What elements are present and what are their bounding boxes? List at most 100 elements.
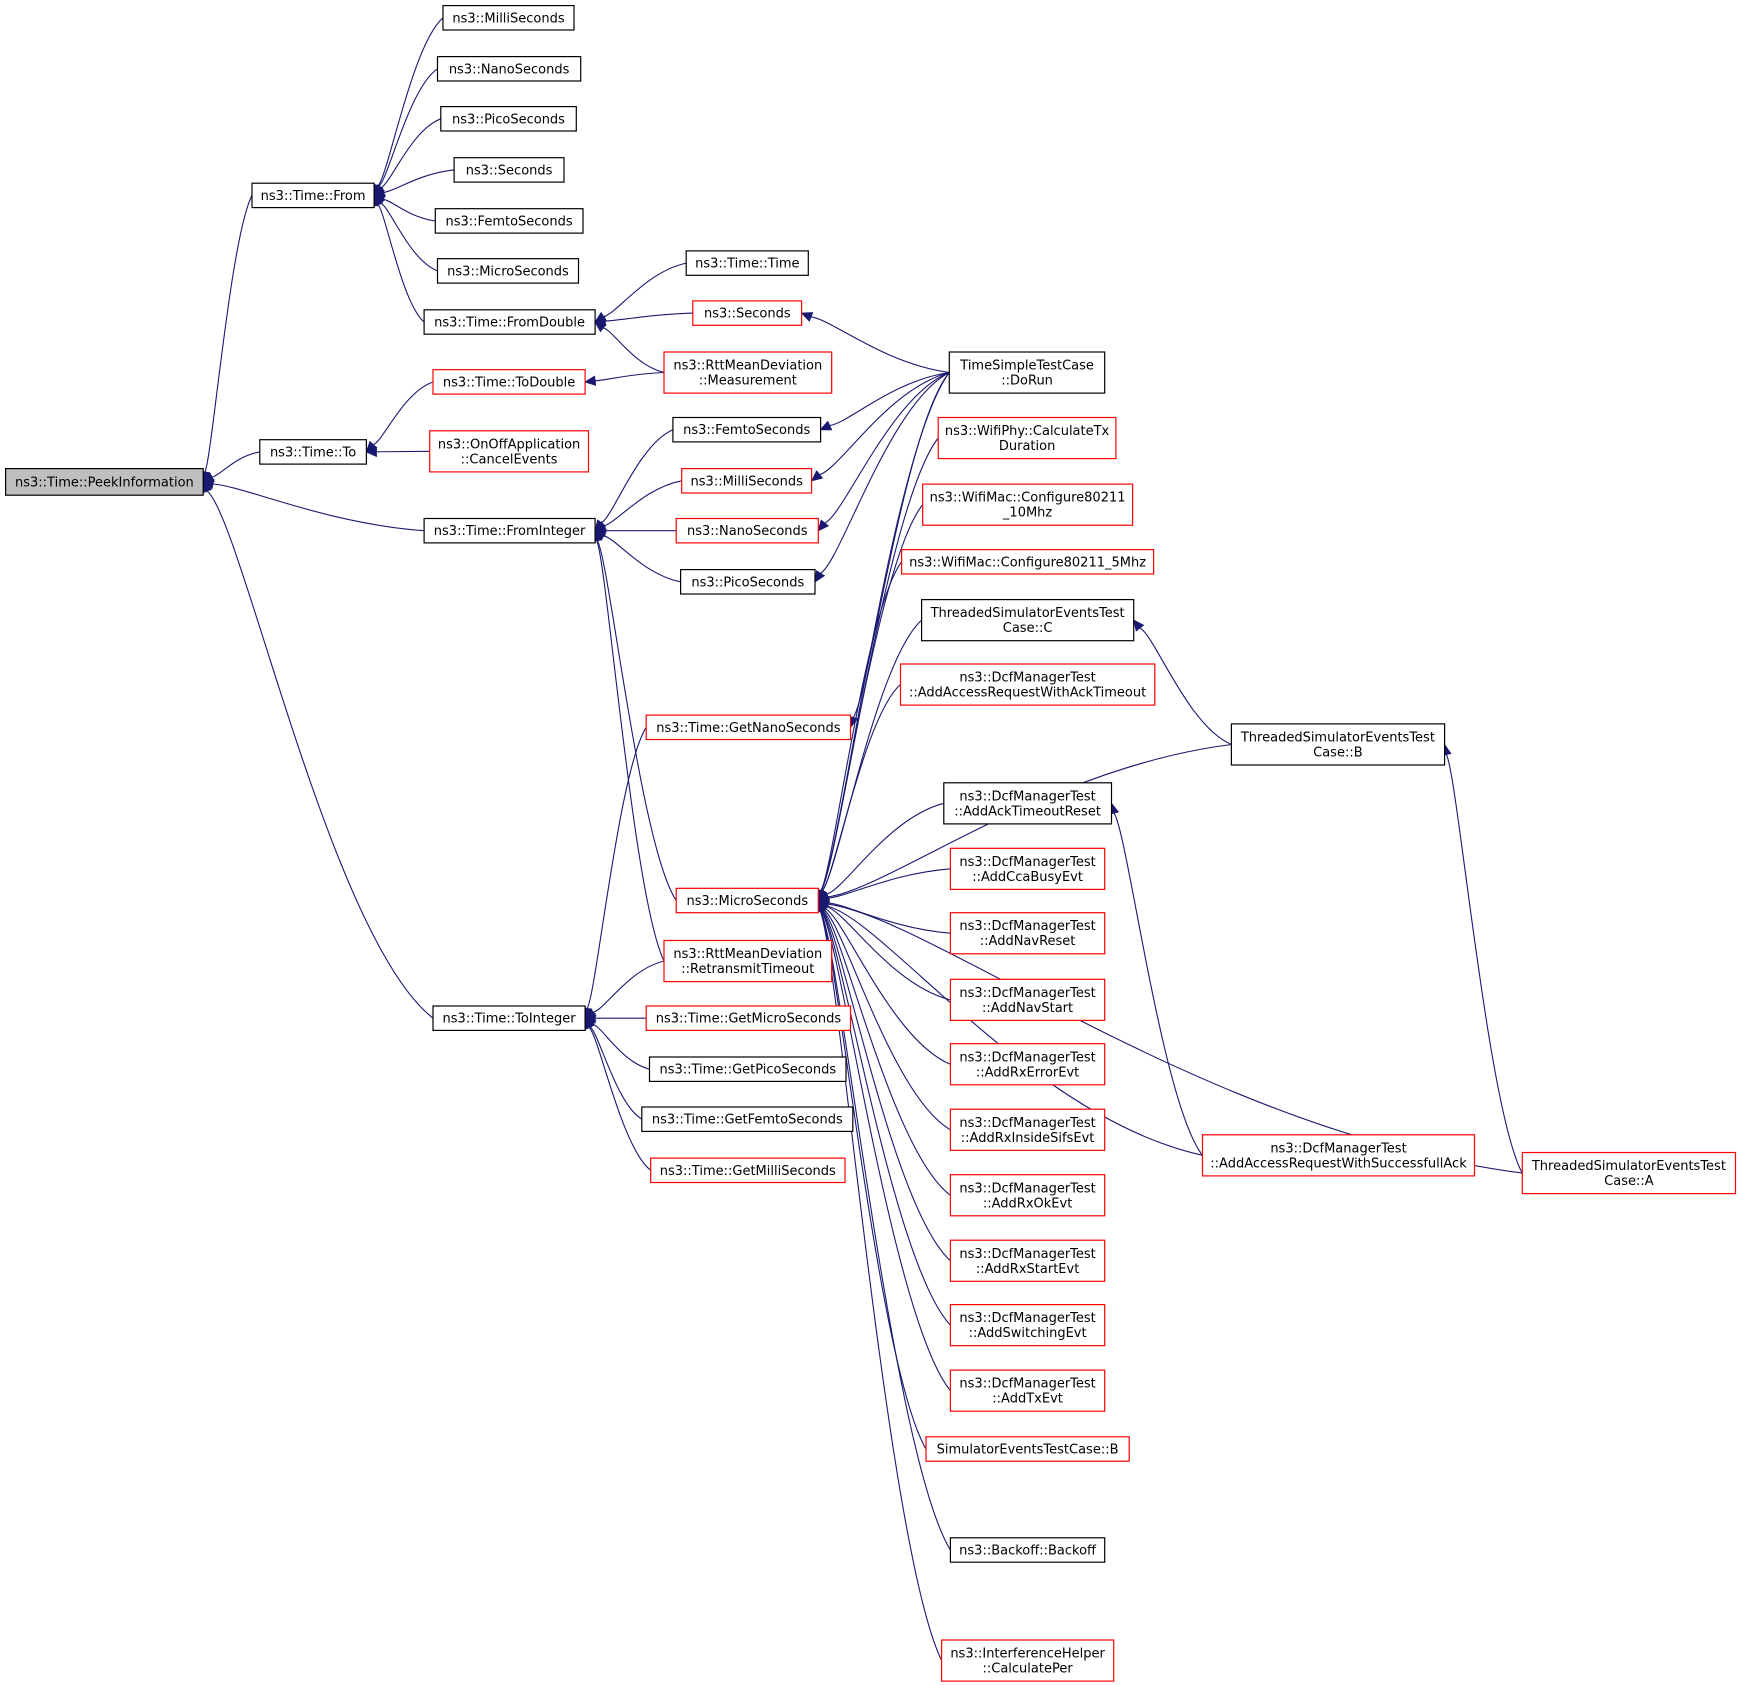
node-label: ns3::Time::FromInteger xyxy=(434,524,586,539)
node-micro1[interactable]: ns3::MicroSeconds xyxy=(436,258,580,284)
edge-dcfAckReset-to-micro2 xyxy=(826,802,944,895)
edge-dorun-to-milli2 xyxy=(819,371,950,476)
node-femto2[interactable]: ns3::FemtoSeconds xyxy=(672,416,822,443)
node-box xyxy=(645,714,852,741)
node-dcfSuccess[interactable]: ns3::DcfManagerTest::AddAccessRequestWit… xyxy=(1201,1134,1476,1177)
edge-dcfRxOk-to-micro2 xyxy=(822,909,951,1196)
edge-threadA-to-threadB xyxy=(1445,754,1523,1174)
node-to[interactable]: ns3::Time::To xyxy=(259,439,367,465)
node-dcfRxStart[interactable]: ns3::DcfManagerTest::AddRxStartEvt xyxy=(949,1239,1106,1282)
arrowhead-rttmeas-to-fromdouble xyxy=(594,321,607,333)
node-box xyxy=(675,517,819,544)
node-label: Case::C xyxy=(1003,621,1053,636)
node-box xyxy=(679,568,816,595)
node-label: ns3::MilliSeconds xyxy=(452,11,565,26)
node-box xyxy=(925,1436,1130,1462)
node-dcfAckReset[interactable]: ns3::DcfManagerTest::AddAckTimeoutReset xyxy=(943,782,1113,825)
node-milli2[interactable]: ns3::MilliSeconds xyxy=(681,468,813,494)
node-peek[interactable]: ns3::Time::PeekInformation xyxy=(4,468,204,496)
edge-wifimac10-to-micro2 xyxy=(820,504,924,892)
node-toint[interactable]: ns3::Time::ToInteger xyxy=(432,1005,586,1031)
edge-from-to-peek xyxy=(204,195,253,473)
edge-dorun-to-femto2 xyxy=(829,371,950,427)
node-onoff[interactable]: ns3::OnOffApplication::CancelEvents xyxy=(429,430,590,473)
node-getnano[interactable]: ns3::Time::GetNanoSeconds xyxy=(645,714,852,741)
node-simB[interactable]: SimulatorEventsTestCase::B xyxy=(925,1436,1130,1462)
node-sec1[interactable]: ns3::Seconds xyxy=(453,157,565,183)
node-backoff[interactable]: ns3::Backoff::Backoff xyxy=(949,1537,1106,1563)
node-dcfTx[interactable]: ns3::DcfManagerTest::AddTxEvt xyxy=(949,1369,1106,1412)
node-label: ns3::RttMeanDeviation xyxy=(673,359,822,374)
node-nano1[interactable]: ns3::NanoSeconds xyxy=(436,55,582,82)
node-pico2[interactable]: ns3::PicoSeconds xyxy=(679,568,816,595)
node-dorun[interactable]: TimeSimpleTestCase::DoRun xyxy=(948,351,1106,394)
node-pico1[interactable]: ns3::PicoSeconds xyxy=(440,105,577,132)
node-box xyxy=(648,1056,847,1082)
node-from[interactable]: ns3::Time::From xyxy=(251,182,375,209)
node-fromint[interactable]: ns3::Time::FromInteger xyxy=(423,517,596,544)
node-getpico[interactable]: ns3::Time::GetPicoSeconds xyxy=(648,1056,847,1082)
node-rttmeas[interactable]: ns3::RttMeanDeviation::Measurement xyxy=(663,351,833,394)
edge-dcfRxStart-to-micro2 xyxy=(821,909,951,1262)
node-dcfAckTimeout[interactable]: ns3::DcfManagerTest::AddAccessRequestWit… xyxy=(899,663,1156,706)
node-label: ::DoRun xyxy=(1001,374,1053,389)
edge-threadB-to-threadC xyxy=(1139,627,1232,746)
node-wifimac10[interactable]: ns3::WifiMac::Configure80211_10Mhz xyxy=(922,483,1134,526)
node-femto1[interactable]: ns3::FemtoSeconds xyxy=(434,208,584,234)
node-label: ::AddTxEvt xyxy=(992,1392,1063,1407)
node-nano2[interactable]: ns3::NanoSeconds xyxy=(675,517,819,544)
node-box xyxy=(440,105,577,132)
node-box xyxy=(949,1303,1106,1347)
edge-sec2-to-fromdouble xyxy=(605,312,693,322)
edge-pico1-to-from xyxy=(380,118,441,189)
node-todouble[interactable]: ns3::Time::ToDouble xyxy=(432,369,586,395)
node-dcfNavStart[interactable]: ns3::DcfManagerTest::AddNavStart xyxy=(949,978,1106,1021)
node-box xyxy=(434,208,584,234)
node-interf[interactable]: ns3::InterferenceHelper::CalculatePer xyxy=(940,1639,1115,1682)
node-dcfRxSifs[interactable]: ns3::DcfManagerTest::AddRxInsideSifsEvt xyxy=(949,1108,1106,1151)
node-timetime[interactable]: ns3::Time::Time xyxy=(685,250,809,276)
node-box xyxy=(453,157,565,183)
node-label: ::CancelEvents xyxy=(461,452,558,467)
node-label: ::CalculatePer xyxy=(982,1662,1073,1677)
arrowhead-dorun-to-milli2 xyxy=(810,470,824,482)
node-dcfRxOk[interactable]: ns3::DcfManagerTest::AddRxOkEvt xyxy=(949,1174,1106,1217)
node-dcfCca[interactable]: ns3::DcfManagerTest::AddCcaBusyEvt xyxy=(949,847,1106,890)
node-sec2[interactable]: ns3::Seconds xyxy=(692,300,803,326)
node-box xyxy=(681,468,813,494)
node-box xyxy=(675,887,819,914)
node-dcfNavReset[interactable]: ns3::DcfManagerTest::AddNavReset xyxy=(949,912,1106,955)
node-wifimac5[interactable]: ns3::WifiMac::Configure80211_5Mhz xyxy=(900,548,1155,575)
node-fromdouble[interactable]: ns3::Time::FromDouble xyxy=(423,309,596,335)
node-label: Duration xyxy=(999,439,1055,454)
node-box xyxy=(436,258,580,284)
node-label: ns3::DcfManagerTest xyxy=(959,1377,1095,1392)
node-getmilli[interactable]: ns3::Time::GetMilliSeconds xyxy=(650,1157,846,1184)
node-box xyxy=(672,416,822,443)
node-label: ns3::DcfManagerTest xyxy=(959,986,1095,1001)
edge-getfemto-to-toint xyxy=(589,1026,643,1120)
edge-dcfAckTimeout-to-micro2 xyxy=(821,684,901,892)
node-box xyxy=(432,1005,586,1031)
node-label: ns3::FemtoSeconds xyxy=(683,423,810,438)
node-milli1[interactable]: ns3::MilliSeconds xyxy=(442,4,575,31)
node-getmicro[interactable]: ns3::Time::GetMicroSeconds xyxy=(645,1005,852,1031)
node-label: ns3::DcfManagerTest xyxy=(1270,1141,1406,1156)
node-label: ns3::RttMeanDeviation xyxy=(673,947,822,962)
node-micro2[interactable]: ns3::MicroSeconds xyxy=(675,887,819,914)
edge-femto2-to-fromint xyxy=(600,429,674,524)
node-getfemto[interactable]: ns3::Time::GetFemtoSeconds xyxy=(641,1106,854,1132)
arrowhead-threadA-to-micro2 xyxy=(817,899,831,910)
node-label: ns3::InterferenceHelper xyxy=(950,1647,1105,1662)
node-dcfRxErr[interactable]: ns3::DcfManagerTest::AddRxErrorEvt xyxy=(949,1043,1106,1086)
node-label: ns3::Seconds xyxy=(704,307,791,322)
arrowhead-rttmeas-to-todouble xyxy=(583,375,597,386)
edge-getmilli-to-toint xyxy=(588,1026,652,1171)
node-rttretx[interactable]: ns3::RttMeanDeviation::RetransmitTimeout xyxy=(663,939,833,983)
node-dcfSwitch[interactable]: ns3::DcfManagerTest::AddSwitchingEvt xyxy=(949,1303,1106,1347)
edge-threadB-to-micro2 xyxy=(827,743,1232,898)
